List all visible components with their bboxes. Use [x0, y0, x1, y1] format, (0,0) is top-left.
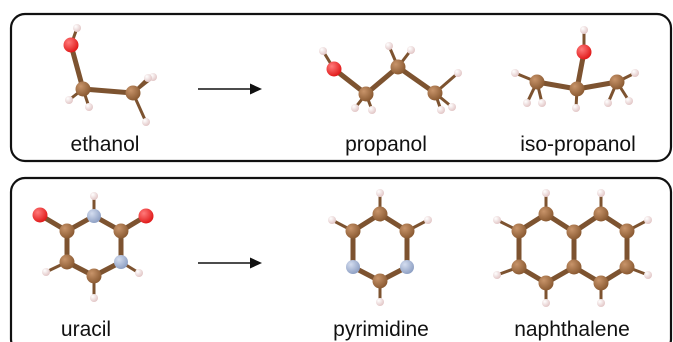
carbon-atom	[569, 81, 585, 97]
propanol-molecule	[319, 42, 462, 114]
hydrogen-atom	[597, 189, 605, 197]
carbon-atom	[358, 86, 374, 102]
hydrogen-atom	[85, 103, 93, 111]
carbon-atom	[566, 224, 582, 240]
hydrogen-atom	[351, 104, 359, 112]
carbon-atom	[593, 206, 609, 222]
carbon-atom	[59, 254, 75, 270]
carbon-atom	[75, 81, 91, 97]
hydrogen-atom	[625, 97, 633, 105]
ethanol-molecule	[63, 24, 157, 126]
nitrogen-atom	[346, 260, 360, 274]
hydrogen-atom	[144, 74, 152, 82]
carbon-atom	[529, 74, 545, 90]
hydrogen-atom	[328, 216, 336, 224]
oxygen-atom	[32, 207, 48, 223]
hydrogen-atom	[511, 69, 519, 77]
hydrogen-atom	[538, 99, 546, 107]
hydrogen-atom	[580, 26, 588, 34]
hydrogen-atom	[42, 268, 50, 276]
nitrogen-atom	[87, 209, 101, 223]
label-uracil: uracil	[61, 318, 111, 341]
hydrogen-atom	[523, 99, 531, 107]
carbon-atom	[390, 59, 406, 75]
carbon-atom	[619, 259, 635, 275]
hydrogen-atom	[572, 104, 580, 112]
hydrogen-atom	[454, 69, 462, 77]
label-pyrimidine: pyrimidine	[333, 318, 429, 341]
oxygen-atom	[326, 61, 342, 77]
iso-propanol-molecule	[511, 26, 639, 112]
hydrogen-atom	[597, 299, 605, 307]
carbon-atom	[59, 223, 75, 239]
hydrogen-atom	[135, 269, 143, 277]
carbon-atom	[511, 223, 527, 239]
bond	[80, 86, 136, 96]
oxygen-atom	[576, 44, 592, 60]
hydrogen-atom	[424, 216, 432, 224]
arrow-right-icon	[198, 83, 262, 95]
hydrogen-atom	[73, 24, 81, 32]
hydrogen-atom	[542, 299, 550, 307]
carbon-atom	[113, 223, 129, 239]
top-panel	[9, 12, 673, 163]
carbon-atom	[427, 85, 443, 101]
bond	[395, 64, 438, 96]
carbon-atom	[399, 223, 415, 239]
nitrogen-atom	[114, 255, 128, 269]
hydrogen-atom	[542, 189, 550, 197]
hydrogen-atom	[437, 106, 445, 114]
carbon-atom	[609, 74, 625, 90]
hydrogen-atom	[90, 192, 98, 200]
carbon-atom	[511, 259, 527, 275]
hydrogen-atom	[604, 99, 612, 107]
hydrogen-atom	[90, 294, 98, 302]
carbon-atom	[125, 85, 141, 101]
carbon-atom	[372, 206, 388, 222]
hydrogen-atom	[385, 42, 393, 50]
bottom-panel	[9, 176, 673, 342]
pyrimidine-molecule	[328, 189, 432, 306]
hydrogen-atom	[142, 118, 150, 126]
uracil-molecule	[32, 192, 154, 302]
carbon-atom	[566, 259, 582, 275]
carbon-atom	[619, 223, 635, 239]
carbon-atom	[593, 275, 609, 291]
hydrogen-atom	[376, 298, 384, 306]
hydrogen-atom	[493, 271, 501, 279]
hydrogen-atom	[493, 216, 501, 224]
label-naphthalene: naphthalene	[514, 318, 630, 341]
arrow-right-icon	[198, 257, 262, 269]
carbon-atom	[345, 223, 361, 239]
hydrogen-atom	[65, 96, 73, 104]
hydrogen-atom	[644, 271, 652, 279]
hydrogen-atom	[368, 106, 376, 114]
carbon-atom	[538, 275, 554, 291]
label-propanol: propanol	[345, 133, 427, 156]
nitrogen-atom	[400, 260, 414, 274]
hydrogen-atom	[407, 46, 415, 54]
oxygen-atom	[138, 208, 154, 224]
label-iso-propanol: iso-propanol	[520, 133, 636, 156]
carbon-atom	[372, 273, 388, 289]
carbon-atom	[86, 268, 102, 284]
label-ethanol: ethanol	[71, 133, 140, 156]
hydrogen-atom	[448, 103, 456, 111]
hydrogen-atom	[644, 216, 652, 224]
hydrogen-atom	[319, 47, 327, 55]
carbon-atom	[538, 206, 554, 222]
bond	[68, 42, 86, 92]
hydrogen-atom	[376, 189, 384, 197]
oxygen-atom	[63, 37, 79, 53]
hydrogen-atom	[631, 69, 639, 77]
naphthalene-molecule	[493, 189, 652, 307]
